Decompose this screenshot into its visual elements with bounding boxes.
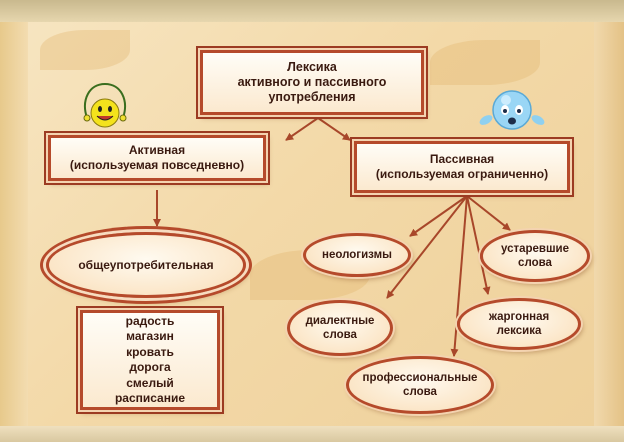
arrow-passive-to-professional (450, 195, 468, 357)
passive-subtitle: (используемая ограниченно) (375, 167, 549, 181)
arrow-root-to-active (285, 117, 319, 141)
examples-box: радость магазин кровать дорога смелый ра… (80, 310, 220, 410)
professional-label-line2: слова (403, 386, 437, 398)
top-bar (0, 0, 624, 22)
arrow-passive-to-neologisms (409, 195, 468, 237)
passive-box: Пассивная (используемая ограниченно) (354, 141, 570, 193)
example-word: расписание (114, 391, 186, 405)
happy-smiley-icon (83, 82, 127, 128)
passive-title: Пассивная (429, 152, 495, 166)
archaic-label-line1: устаревшие (500, 243, 570, 255)
root-title-line3: употребления (268, 90, 356, 104)
example-word: дорога (129, 360, 171, 374)
example-word: смелый (126, 375, 174, 390)
active-box: Активная (используемая повседневно) (48, 135, 266, 181)
decor-leaf (40, 30, 130, 70)
arrow-passive-to-archaic (466, 195, 511, 231)
example-word: радость (125, 313, 175, 328)
dialect-label-line1: диалектные (305, 315, 375, 327)
arrow-passive-to-dialect (386, 195, 468, 299)
neologisms-ellipse: неологизмы (303, 233, 411, 277)
arrow-passive-to-slang (466, 195, 491, 295)
slang-label-line1: жаргонная (488, 311, 550, 323)
right-border (594, 22, 624, 442)
example-word: магазин (126, 329, 174, 343)
decor-leaf (430, 40, 540, 85)
common-vocabulary-ellipse: общеупотребительная (46, 232, 246, 298)
dialect-label-line2: слова (323, 329, 357, 341)
neologisms-label: неологизмы (322, 249, 392, 261)
arrow-root-to-passive (317, 117, 351, 141)
root-box: Лексика активного и пассивного употребле… (200, 50, 424, 115)
bottom-bar (0, 426, 624, 442)
left-border (0, 22, 28, 442)
slang-label-line2: лексика (496, 325, 542, 337)
archaic-words-ellipse: устаревшие слова (480, 230, 590, 282)
professional-words-ellipse: профессиональные слова (346, 356, 494, 414)
slang-ellipse: жаргонная лексика (457, 298, 581, 350)
root-title-line2: активного и пассивного (237, 75, 387, 89)
example-word: кровать (126, 344, 174, 359)
dialect-words-ellipse: диалектные слова (287, 300, 393, 356)
archaic-label-line2: слова (518, 257, 552, 269)
blue-smiley-icon (479, 90, 545, 130)
common-vocabulary-label: общеупотребительная (78, 258, 214, 272)
professional-label-line1: профессиональные (362, 372, 478, 384)
active-title: Активная (128, 143, 186, 157)
root-title-line1: Лексика (287, 60, 337, 74)
active-subtitle: (используемая повседневно) (69, 158, 245, 172)
